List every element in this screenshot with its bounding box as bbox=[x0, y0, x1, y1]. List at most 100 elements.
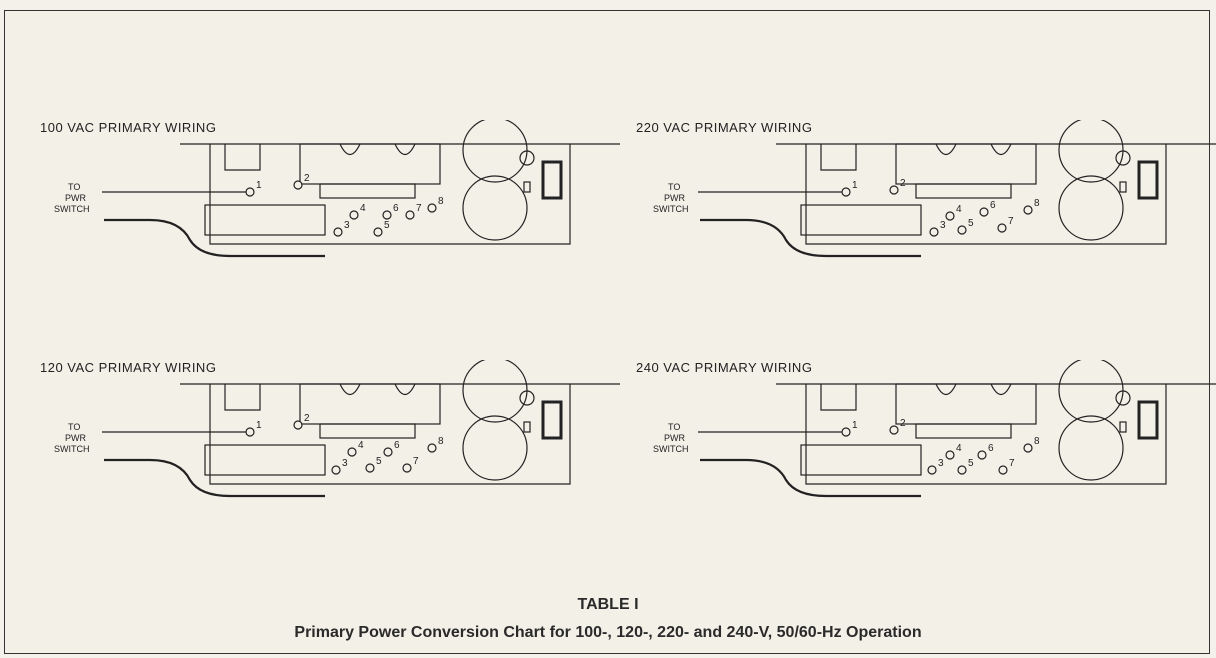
fuse-holder bbox=[519, 150, 535, 166]
terminal-4 bbox=[349, 210, 359, 220]
bracket bbox=[820, 384, 857, 411]
terminal-5 bbox=[365, 463, 375, 473]
panel-title: 100 VAC PRIMARY WIRING bbox=[40, 120, 217, 135]
relay bbox=[1137, 400, 1159, 440]
capacitor-top bbox=[462, 120, 528, 183]
terminal-label-6: 6 bbox=[393, 203, 399, 214]
terminal-3 bbox=[333, 227, 343, 237]
terminal-label-7: 7 bbox=[413, 456, 419, 467]
transformer-base bbox=[915, 423, 1012, 439]
terminal-8 bbox=[427, 443, 437, 453]
terminal-2 bbox=[293, 180, 303, 190]
terminal-label-5: 5 bbox=[384, 220, 390, 231]
terminal-label-2: 2 bbox=[900, 178, 906, 189]
wire-switch-return bbox=[700, 218, 921, 258]
transformer bbox=[299, 383, 441, 425]
terminal-label-8: 8 bbox=[1034, 436, 1040, 447]
transformer-base bbox=[319, 183, 416, 199]
terminal-label-3: 3 bbox=[344, 220, 350, 231]
switch-label-to: TO bbox=[668, 422, 680, 432]
switch-label-to: TO bbox=[68, 422, 80, 432]
transformer bbox=[895, 383, 1037, 425]
relay bbox=[541, 160, 563, 200]
capacitor bbox=[1058, 415, 1124, 481]
terminal-1 bbox=[245, 427, 255, 437]
connector-block bbox=[204, 444, 326, 476]
transformer bbox=[895, 143, 1037, 185]
terminal-8 bbox=[427, 203, 437, 213]
wire-switch-return bbox=[104, 458, 325, 498]
fuse-holder bbox=[1115, 150, 1131, 166]
capacitor-top bbox=[462, 360, 528, 423]
terminal-label-1: 1 bbox=[256, 180, 262, 191]
wire-switch-return bbox=[104, 218, 325, 258]
diode bbox=[1119, 421, 1127, 433]
capacitor-top bbox=[1058, 120, 1124, 183]
capacitor bbox=[462, 415, 528, 481]
switch-label-to: TO bbox=[668, 182, 680, 192]
terminal-6 bbox=[977, 450, 987, 460]
terminal-2 bbox=[293, 420, 303, 430]
switch-label-pwr: PWR bbox=[65, 193, 86, 203]
diode bbox=[523, 181, 531, 193]
terminal-7 bbox=[997, 223, 1007, 233]
terminal-label-1: 1 bbox=[256, 420, 262, 431]
terminal-label-7: 7 bbox=[416, 203, 422, 214]
transformer-dips bbox=[935, 383, 1012, 396]
terminal-label-6: 6 bbox=[988, 443, 994, 454]
terminal-2 bbox=[889, 425, 899, 435]
capacitor bbox=[462, 175, 528, 241]
diode bbox=[523, 421, 531, 433]
switch-label-pwr: PWR bbox=[664, 433, 685, 443]
switch-label-switch: SWITCH bbox=[54, 204, 90, 214]
terminal-label-5: 5 bbox=[968, 458, 974, 469]
fuse-holder bbox=[1115, 390, 1131, 406]
diagram-frame bbox=[4, 10, 1210, 654]
terminal-4 bbox=[945, 211, 955, 221]
terminal-6 bbox=[382, 210, 392, 220]
terminal-3 bbox=[929, 227, 939, 237]
terminal-label-8: 8 bbox=[438, 196, 444, 207]
terminal-label-2: 2 bbox=[304, 173, 310, 184]
panel-title: 120 VAC PRIMARY WIRING bbox=[40, 360, 217, 375]
terminal-5 bbox=[957, 225, 967, 235]
terminal-label-4: 4 bbox=[956, 204, 962, 215]
terminal-2 bbox=[889, 185, 899, 195]
panel-title: 240 VAC PRIMARY WIRING bbox=[636, 360, 813, 375]
terminal-label-4: 4 bbox=[358, 440, 364, 451]
terminal-4 bbox=[945, 450, 955, 460]
transformer-base bbox=[915, 183, 1012, 199]
switch-label-switch: SWITCH bbox=[653, 204, 689, 214]
bracket bbox=[224, 144, 261, 171]
terminal-label-3: 3 bbox=[342, 458, 348, 469]
capacitor-top bbox=[1058, 360, 1124, 423]
terminal-label-5: 5 bbox=[968, 218, 974, 229]
switch-label-switch: SWITCH bbox=[653, 444, 689, 454]
terminal-1 bbox=[841, 187, 851, 197]
terminal-1 bbox=[841, 427, 851, 437]
transformer bbox=[299, 143, 441, 185]
terminal-label-7: 7 bbox=[1009, 458, 1015, 469]
switch-label-pwr: PWR bbox=[65, 433, 86, 443]
terminal-label-7: 7 bbox=[1008, 216, 1014, 227]
terminal-1 bbox=[245, 187, 255, 197]
bracket bbox=[224, 384, 261, 411]
switch-label-pwr: PWR bbox=[664, 193, 685, 203]
transformer-dips bbox=[339, 383, 416, 396]
terminal-5 bbox=[957, 465, 967, 475]
terminal-label-1: 1 bbox=[852, 180, 858, 191]
panel-title: 220 VAC PRIMARY WIRING bbox=[636, 120, 813, 135]
diode bbox=[1119, 181, 1127, 193]
terminal-6 bbox=[383, 447, 393, 457]
terminal-label-2: 2 bbox=[304, 413, 310, 424]
terminal-7 bbox=[405, 210, 415, 220]
terminal-6 bbox=[979, 207, 989, 217]
table-caption: TABLE I bbox=[577, 596, 639, 613]
terminal-5 bbox=[373, 227, 383, 237]
